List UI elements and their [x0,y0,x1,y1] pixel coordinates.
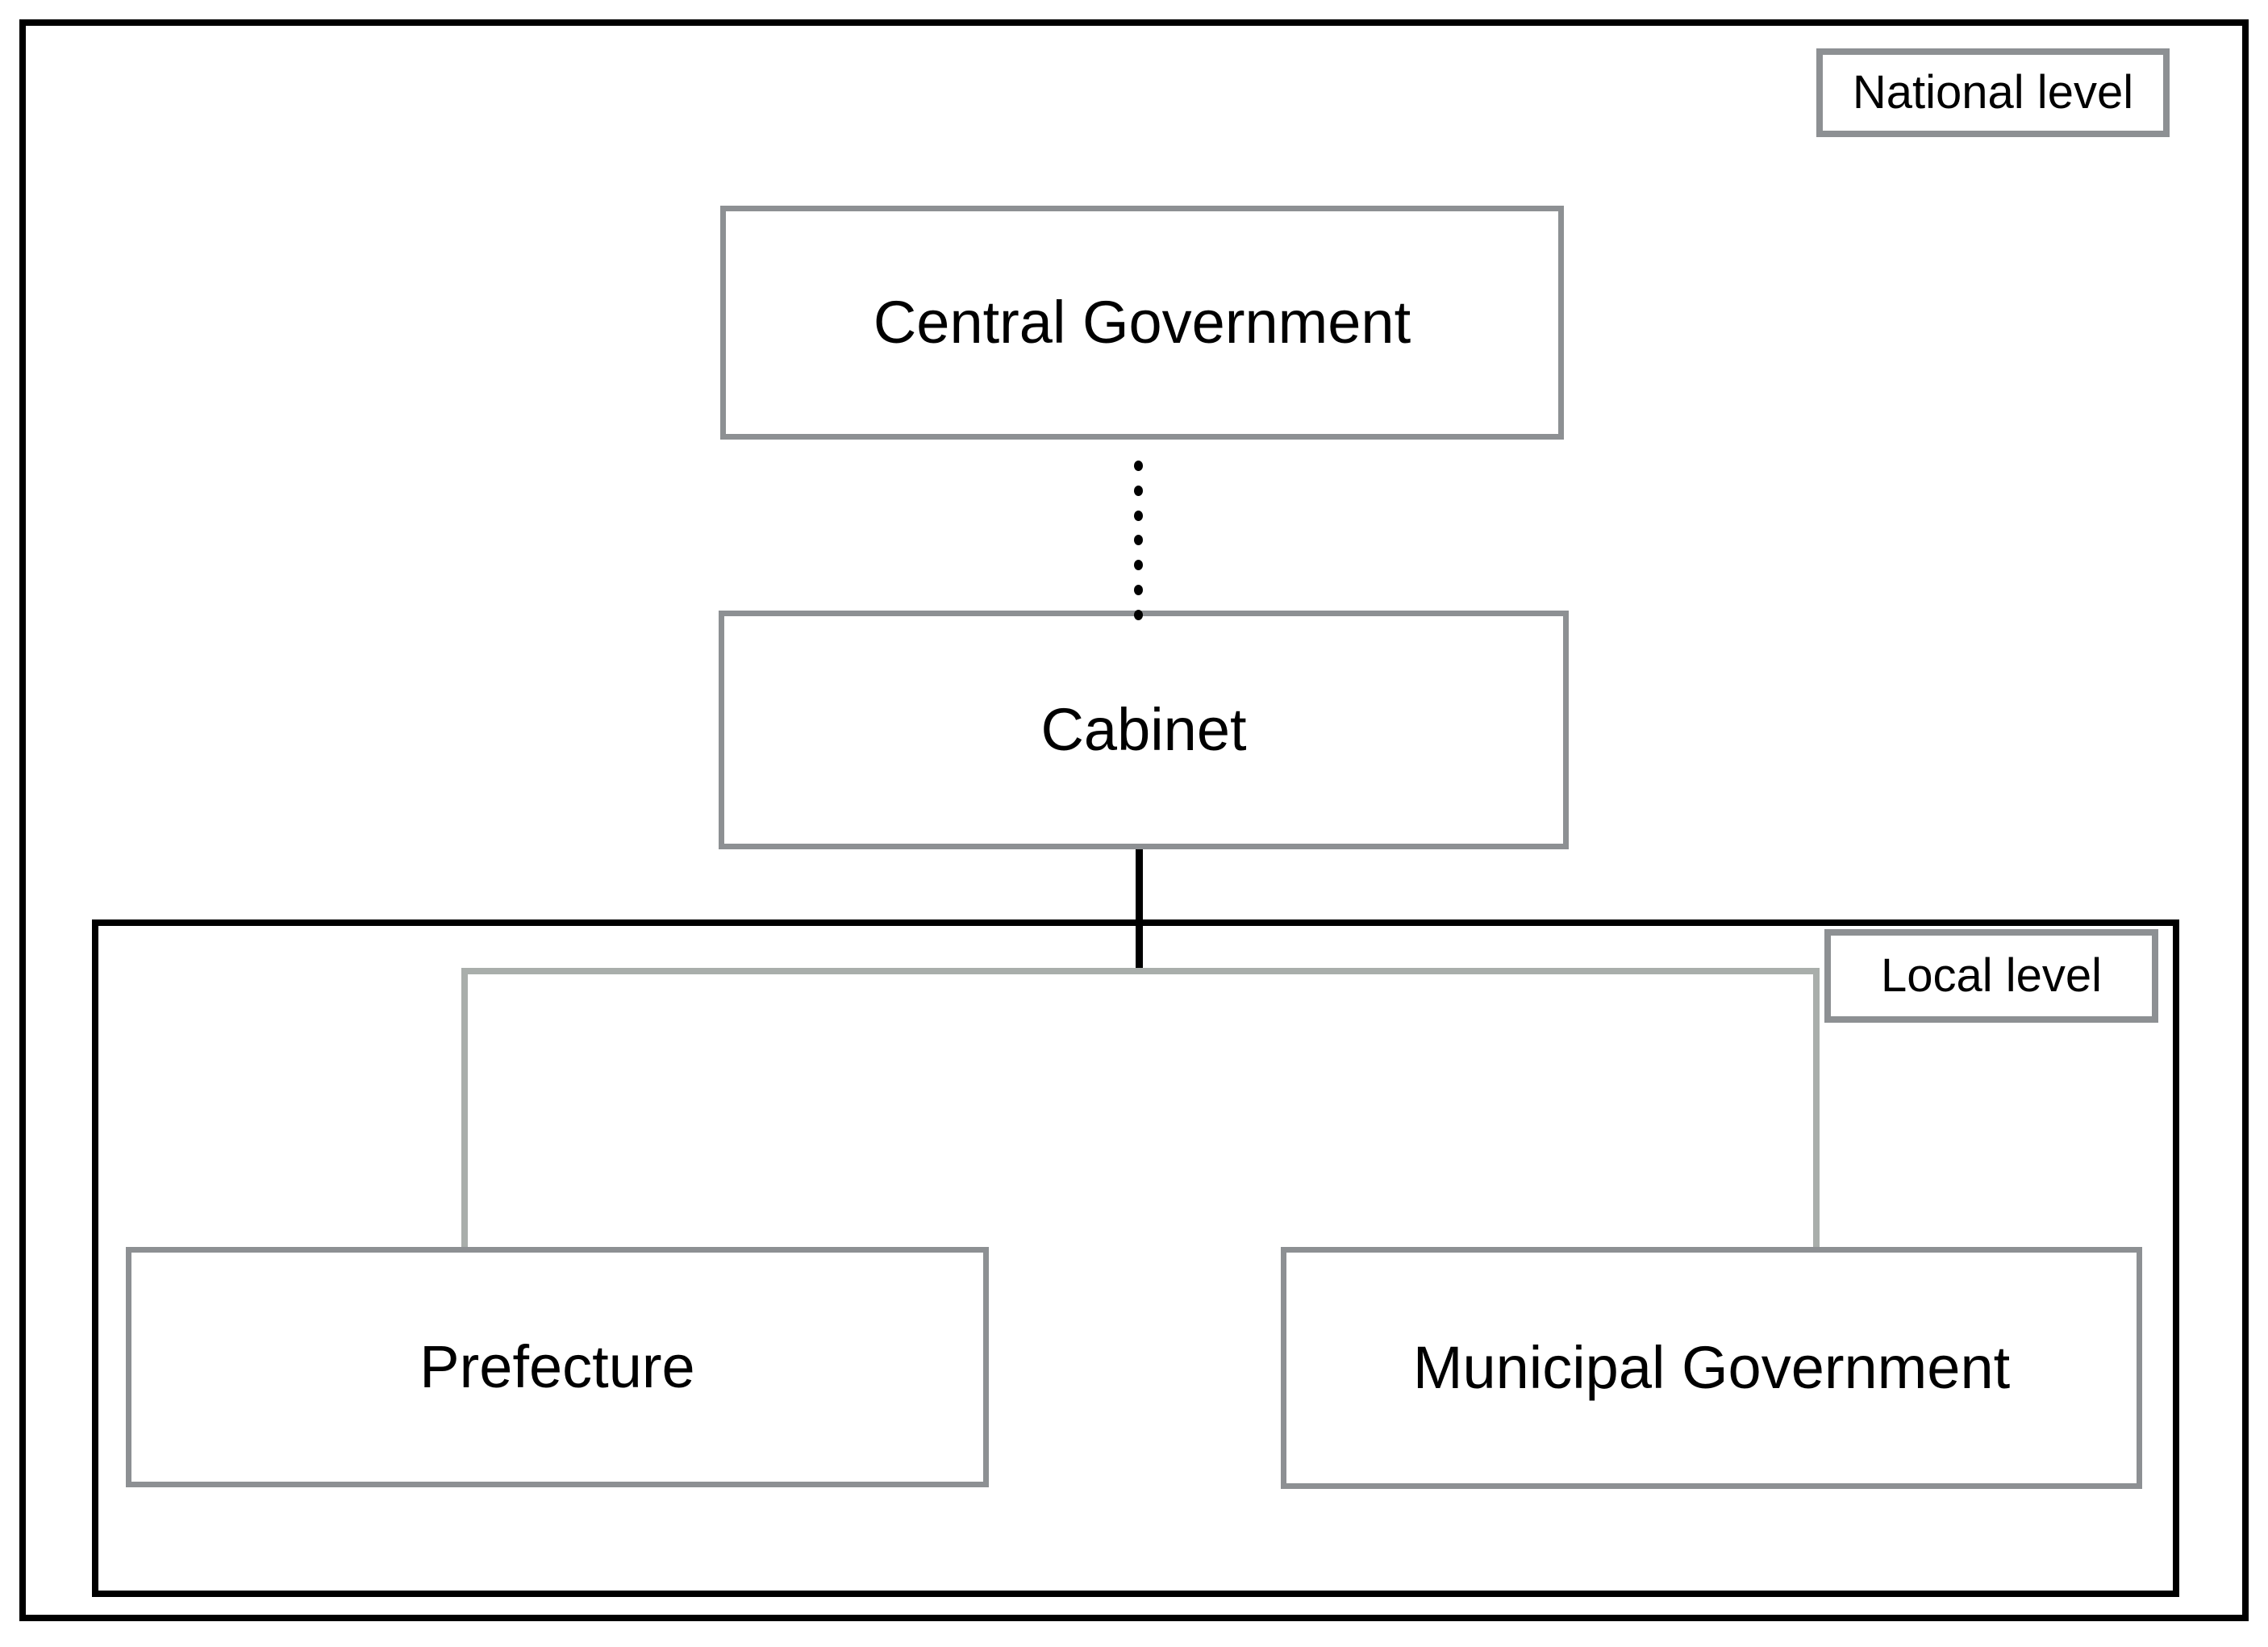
connector-dot [1133,510,1143,521]
national-level-label: National level [1816,48,2170,137]
dotted-connector-central-to-cabinet [1131,461,1145,620]
local-level-label-text: Local level [1880,949,2103,1002]
local-level-region [92,919,2179,1597]
municipal-government-node-label: Municipal Government [1412,1334,2011,1401]
national-level-label-text: National level [1852,66,2134,119]
connector-dot [1133,535,1143,546]
connector-dot [1133,585,1143,596]
national-level-region [19,19,2249,1621]
branch-connector-left [461,968,468,1252]
connector-dot [1133,609,1143,620]
municipal-government-node: Municipal Government [1281,1247,2142,1489]
cabinet-node: Cabinet [719,611,1569,849]
local-level-label: Local level [1824,929,2158,1023]
connector-dot [1133,485,1143,496]
prefecture-node: Prefecture [126,1247,989,1487]
cabinet-node-label: Cabinet [1040,696,1247,763]
cabinet-to-local-connector-line [1136,848,1143,971]
central-government-node-label: Central Government [873,289,1411,356]
connector-dot [1133,461,1143,471]
prefecture-node-label: Prefecture [419,1333,695,1400]
branch-connector-right [1813,968,1820,1252]
connector-dot [1133,560,1143,571]
branch-connector-horizontal [461,968,1820,974]
central-government-node: Central Government [720,206,1564,440]
